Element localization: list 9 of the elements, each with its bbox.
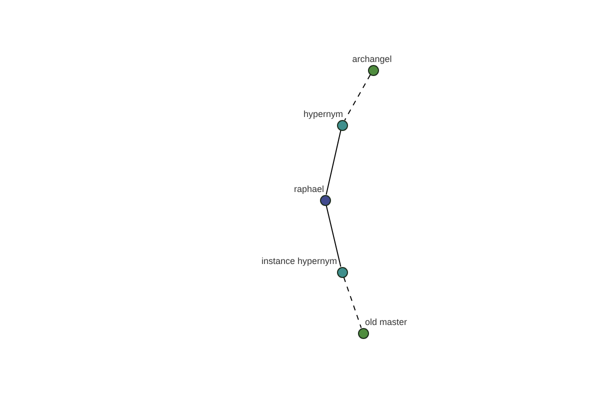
connector-line — [326, 130, 342, 196]
connector-line — [326, 204, 342, 268]
node-label: archangel — [352, 54, 392, 64]
node-label: old master — [365, 317, 408, 327]
node-label: instance hypernym — [261, 256, 337, 266]
node-label: hypernym — [303, 109, 343, 119]
dashed-connector-line — [344, 74, 371, 121]
node-label: raphael — [294, 184, 324, 194]
dashed-connector-line — [343, 276, 362, 328]
